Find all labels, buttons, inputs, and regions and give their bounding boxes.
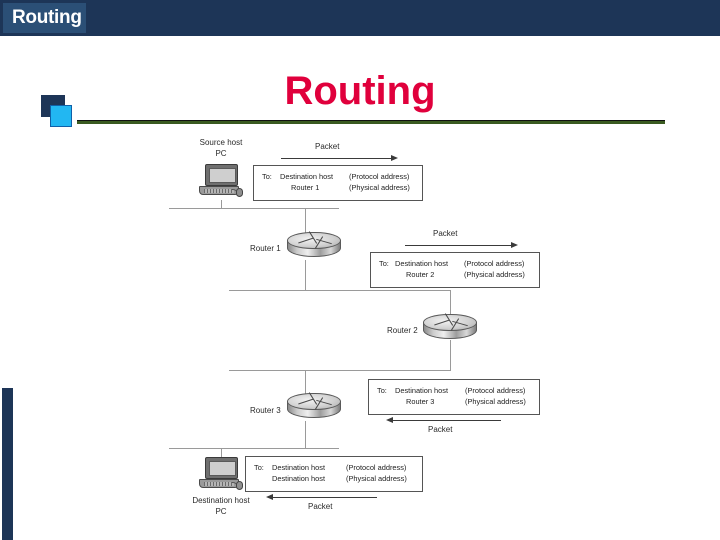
packet-1-arrow-line <box>281 158 391 159</box>
packet-1-line1-addr: (Protocol address) <box>349 172 410 181</box>
packet-4-caption: Packet <box>308 502 333 511</box>
packet-4-line2-addr: (Physical address) <box>346 474 407 483</box>
packet-1-line2-target: Router 1 <box>291 183 320 192</box>
packet-2-line1-target: Destination host <box>395 259 448 268</box>
packet-4-row1: To: Destination host (Protocol address) <box>246 462 422 473</box>
network-segment-4 <box>169 448 339 449</box>
packet-3-line2-addr: (Physical address) <box>465 397 526 406</box>
monitor-shell <box>205 164 238 186</box>
packet-3-row1: To: Destination host (Protocol address) <box>369 385 539 396</box>
packet-3-line1-target: Destination host <box>395 386 448 395</box>
packet-4-row2: Destination host (Physical address) <box>246 473 422 484</box>
decorative-square-light <box>50 105 72 127</box>
packet-3-to-prefix: To: <box>377 386 387 395</box>
monitor-shell <box>205 457 238 479</box>
left-accent-bar <box>2 388 13 540</box>
router-icon <box>287 231 341 262</box>
destination-host-label-line1: Destination host <box>192 496 250 505</box>
packet-1-box: To: Destination host (Protocol address) … <box>253 165 423 201</box>
source-host-label-line1: Source host <box>199 138 243 147</box>
packet-1-line2-addr: (Physical address) <box>349 183 410 192</box>
packet-2-caption: Packet <box>433 229 458 238</box>
source-host-drop-line <box>221 200 222 209</box>
pc-icon <box>199 457 243 493</box>
packet-2-row1: To: Destination host (Protocol address) <box>371 258 539 269</box>
packet-4-to-prefix: To: <box>254 463 264 472</box>
router-3-label: Router 3 <box>250 406 281 415</box>
monitor-screen <box>209 168 236 183</box>
packet-2-box: To: Destination host (Protocol address) … <box>370 252 540 288</box>
router-2-uplink <box>450 290 451 318</box>
slide-header-band: Routing <box>0 0 720 36</box>
router-top <box>287 231 341 249</box>
router-2-label: Router 2 <box>387 326 418 335</box>
network-segment-1 <box>169 208 339 209</box>
source-host-label-line2: PC <box>215 149 227 158</box>
router-top <box>287 392 341 410</box>
packet-2-line1-addr: (Protocol address) <box>464 259 525 268</box>
packet-4-line2-target: Destination host <box>272 474 325 483</box>
packet-1-to-prefix: To: <box>262 172 272 181</box>
router-top <box>423 313 477 331</box>
packet-1-line1-target: Destination host <box>280 172 333 181</box>
destination-host-drop-line <box>221 448 222 458</box>
router-arrow-a <box>298 398 314 405</box>
packet-3-box: To: Destination host (Protocol address) … <box>368 379 540 415</box>
packet-2-line2-addr: (Physical address) <box>464 270 525 279</box>
packet-2-arrow-head <box>511 242 518 248</box>
packet-3-arrow-line <box>393 420 501 421</box>
keyboard-keys <box>204 189 234 193</box>
router-arrow-a <box>434 319 450 326</box>
pc-icon <box>199 164 243 200</box>
packet-2-row2: Router 2 (Physical address) <box>371 269 539 280</box>
router-1-label: Router 1 <box>250 244 281 253</box>
packet-4-arrow-line <box>273 497 377 498</box>
packet-3-row2: Router 3 (Physical address) <box>369 396 539 407</box>
keyboard-keys <box>204 482 234 486</box>
packet-3-line2-target: Router 3 <box>406 397 435 406</box>
packet-1-row1: To: Destination host (Protocol address) <box>254 171 422 182</box>
page-title: Routing <box>284 69 436 113</box>
slide-header-highlight <box>3 3 86 33</box>
router-1-downlink <box>305 260 306 290</box>
router-3-downlink <box>305 421 306 449</box>
mouse <box>236 188 243 197</box>
router-icon <box>423 313 477 344</box>
packet-2-line2-target: Router 2 <box>406 270 435 279</box>
packet-3-arrow-head <box>386 417 393 423</box>
packet-3-line1-addr: (Protocol address) <box>465 386 526 395</box>
monitor-screen <box>209 461 236 476</box>
title-underline-rule <box>77 120 665 124</box>
destination-host-label-line2: PC <box>215 507 227 516</box>
packet-4-box: To: Destination host (Protocol address) … <box>245 456 423 492</box>
packet-3-caption: Packet <box>428 425 453 434</box>
packet-4-line1-target: Destination host <box>272 463 325 472</box>
routing-diagram: Source host PC Packet To: Destination ho… <box>165 134 565 529</box>
packet-1-arrow-head <box>391 155 398 161</box>
network-segment-3 <box>229 370 451 371</box>
router-icon <box>287 392 341 423</box>
packet-2-arrow-line <box>405 245 511 246</box>
router-2-downlink <box>450 340 451 370</box>
packet-1-row2: Router 1 (Physical address) <box>254 182 422 193</box>
router-arrow-a <box>298 237 314 244</box>
packet-1-caption: Packet <box>315 142 340 151</box>
packet-4-arrow-head <box>266 494 273 500</box>
mouse <box>236 481 243 490</box>
router-3-uplink <box>305 370 306 398</box>
packet-4-line1-addr: (Protocol address) <box>346 463 407 472</box>
slide-header-title: Routing <box>12 7 82 28</box>
packet-2-to-prefix: To: <box>379 259 389 268</box>
network-segment-2 <box>229 290 451 291</box>
router-1-uplink <box>305 208 306 236</box>
